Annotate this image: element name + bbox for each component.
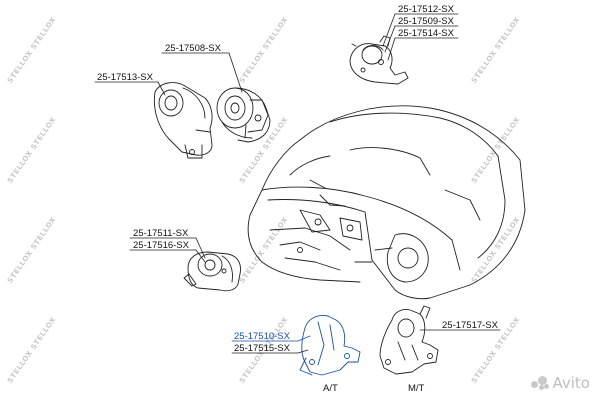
part-label-17509: 25-17509-SX: [398, 16, 454, 27]
part-label-17510: 25-17510-SX: [234, 331, 290, 342]
part-label-17512: 25-17512-SX: [398, 4, 454, 15]
car-body-outline: [247, 105, 526, 300]
part-label-17514: 25-17514-SX: [398, 28, 454, 39]
mount-17512-drawing: [349, 35, 409, 85]
avito-logo-icon: [530, 376, 549, 390]
avito-watermark: Avito: [530, 374, 591, 392]
leader-lines: [94, 13, 501, 354]
mount-17513-drawing: [153, 82, 213, 159]
mount-17510-drawing: [299, 315, 361, 376]
part-label-17517: 25-17517-SX: [442, 320, 498, 331]
mount-17511-drawing: [183, 251, 241, 292]
caption-mt: M/T: [408, 383, 425, 394]
caption-at: A/T: [323, 383, 338, 394]
part-label-17513: 25-17513-SX: [97, 72, 153, 83]
mount-17508-drawing: [216, 87, 271, 143]
mount-17517-drawing: [379, 305, 439, 375]
part-label-17508: 25-17508-SX: [165, 43, 221, 54]
avito-wordmark: Avito: [552, 374, 591, 392]
part-label-17515: 25-17515-SX: [234, 343, 290, 354]
part-label-17516: 25-17516-SX: [133, 240, 189, 251]
part-label-17511: 25-17511-SX: [133, 228, 189, 239]
